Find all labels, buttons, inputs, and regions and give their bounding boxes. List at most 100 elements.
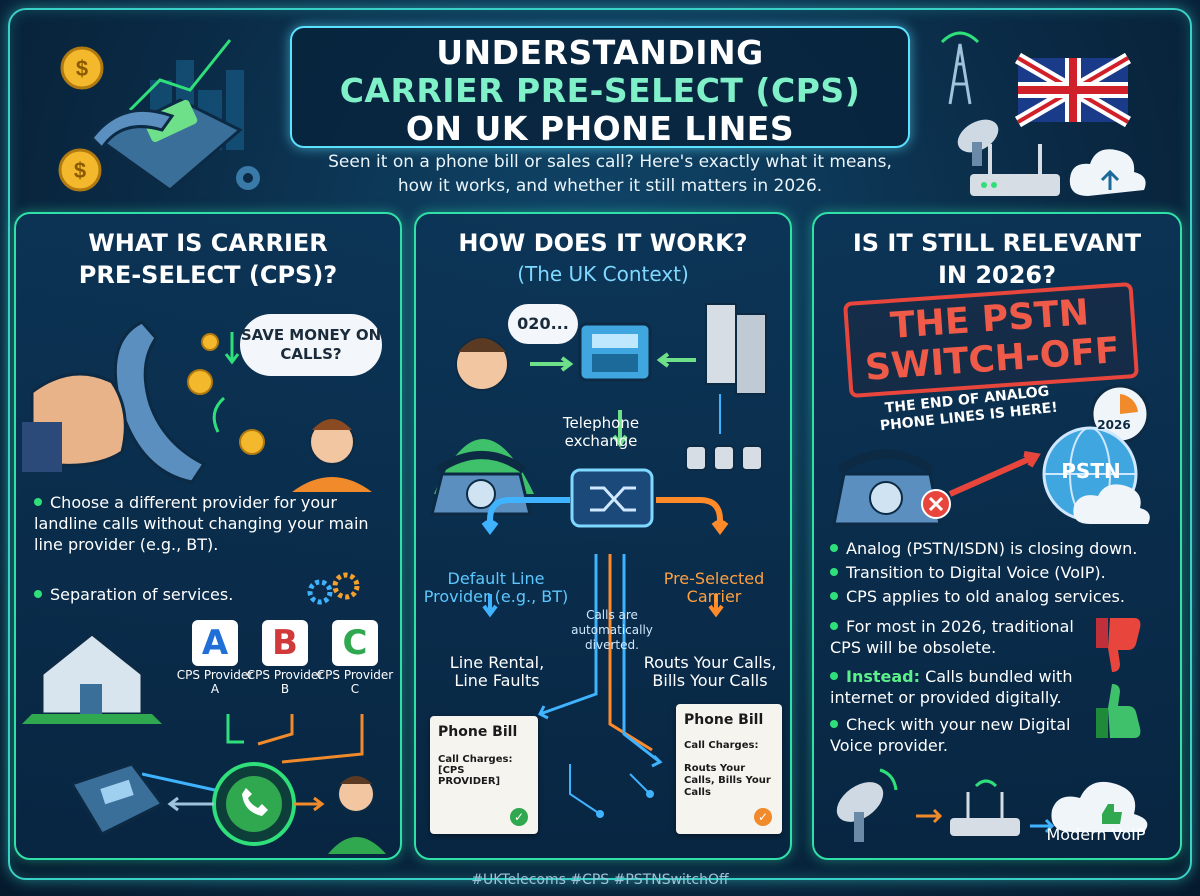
diverted-note: Calls are automatically diverted.: [571, 608, 653, 652]
panel-relevant-title-line-2: IN 2026?: [937, 261, 1057, 289]
hand-icon: [22, 372, 127, 472]
thumbs-icons: [1096, 618, 1141, 738]
curved-arrow-icon: [212, 396, 226, 433]
page-title-line-1: UNDERSTANDING: [436, 33, 764, 72]
page-title-line-3: ON UK PHONE LINES: [405, 109, 795, 148]
clock-year: 2026: [1097, 418, 1131, 432]
relevant-bullet-3-text: CPS applies to old analog services.: [846, 587, 1125, 606]
right-arrow-icon: [294, 796, 325, 812]
relevant-bullet-2-text: Transition to Digital Voice (VoIP).: [846, 563, 1106, 582]
globe-label: PSTN: [1061, 459, 1121, 483]
panel-how-subtitle: (The UK Context): [517, 262, 689, 286]
relevant-bullet-4: For most in 2026, traditional CPS will b…: [830, 616, 1100, 658]
check-icon: ✓: [754, 808, 772, 826]
error-x-icon: [921, 489, 951, 519]
gear-icon: [307, 572, 360, 605]
bullet-dot: [34, 590, 42, 598]
bullet-dot: [830, 592, 838, 600]
satellite-dish-icon: [957, 119, 999, 166]
radio-tower-icon: [940, 31, 980, 105]
blue-branch-arrow: [481, 497, 570, 535]
phone-bill-default: Phone Bill Call Charges: [CPS PROVIDER] …: [430, 716, 538, 834]
relevant-bullet-1-text: Analog (PSTN/ISDN) is closing down.: [846, 539, 1138, 558]
pstn-switchoff-illustration: [832, 384, 1150, 526]
server-rack-icon: [705, 303, 767, 395]
provider-a-logo: A: [192, 620, 238, 666]
switch-icon: [570, 468, 654, 528]
coin-icon: [239, 429, 265, 455]
right-arrow-icon: [916, 808, 943, 824]
house-icon: [22, 632, 162, 724]
cloud-upload-icon: [1069, 149, 1146, 196]
provider-c-logo: C: [332, 620, 378, 666]
coin-icon: [187, 369, 213, 395]
bill-charges-label: Call Charges:: [684, 740, 759, 751]
what-bullet-2-text: Separation of services.: [50, 585, 234, 604]
header-left-illustration: $ $: [58, 39, 260, 192]
panel-still-relevant: IS IT STILL RELEVANT IN 2026? 2026 PSTN …: [812, 212, 1182, 860]
bill-charges-value: Routs Your Calls, Bills Your Calls: [684, 763, 771, 798]
preselected-carrier-label: Pre-Selected Carrier: [663, 569, 765, 606]
hand-phone-illustration: [22, 320, 372, 492]
provider-flow-diagram: [22, 632, 386, 854]
relevant-bullet-instead: Instead: Calls bundled with internet or …: [830, 666, 1110, 708]
rotary-phone-icon: [832, 449, 942, 526]
person-on-phone-icon: [328, 775, 386, 854]
exchange-label: Telephone exchange: [562, 414, 640, 450]
relevant-bullet-1: Analog (PSTN/ISDN) is closing down.: [830, 538, 1174, 559]
thumbs-down-icon: [1096, 618, 1141, 672]
panel-how-title: HOW DOES IT WORK?: [458, 229, 748, 257]
bullet-dot: [830, 720, 838, 728]
cloud-icon: [1051, 781, 1148, 832]
bullet-dot: [830, 568, 838, 576]
title-box: UNDERSTANDING CARRIER PRE-SELECT (CPS) O…: [290, 26, 910, 148]
uk-flag-icon: [1014, 52, 1132, 128]
bullet-dot: [830, 672, 838, 680]
down-arrow-icon: [482, 594, 498, 618]
bill-charges-label: Call Charges:: [438, 754, 513, 765]
instead-text: Calls bundled with internet or provided …: [830, 667, 1073, 707]
router-icon: [970, 144, 1060, 196]
subtitle-line-2: how it works, and whether it still matte…: [397, 176, 823, 196]
bill-title: Phone Bill: [438, 724, 518, 740]
coin-icon: [201, 333, 219, 351]
default-role-label: Line Rental, Line Faults: [449, 653, 545, 690]
bill-title: Phone Bill: [684, 712, 764, 728]
growth-chart-icon: [128, 39, 232, 112]
outer-frame: [8, 8, 1192, 880]
provider-a-label: CPS Provider A: [176, 668, 254, 696]
carrier-role-label: Routs Your Calls, Bills Your Calls: [643, 653, 777, 690]
save-money-bubble: SAVE MONEY ON CALLS?: [240, 314, 382, 376]
rotary-phone-icon: [430, 451, 532, 516]
how-flow-diagram: [430, 303, 767, 818]
instead-label: Instead:: [846, 667, 921, 686]
satellite-dish-icon: [836, 768, 898, 842]
desk-phone-icon: [69, 762, 165, 836]
down-arrow-icon: [708, 594, 724, 618]
relevant-bullet-3: CPS applies to old analog services.: [830, 586, 1174, 607]
what-bullet-1-text: Choose a different provider for your lan…: [34, 493, 369, 554]
panel-relevant-title-line-1: IS IT STILL RELEVANT: [852, 229, 1142, 257]
person-on-phone-icon: [292, 419, 372, 492]
down-arrow-icon: [224, 332, 240, 365]
default-provider-label: Default Line Provider (e.g., BT): [423, 569, 569, 606]
provider-b-logo: B: [262, 620, 308, 666]
svg-text:$: $: [76, 56, 88, 81]
phone-call-icon: [212, 762, 296, 846]
provider-c-label: CPS Provider C: [316, 668, 394, 696]
bullet-dot: [830, 544, 838, 552]
desk-phone-icon: [90, 98, 243, 192]
relevant-bullet-4-text: For most in 2026, traditional CPS will b…: [830, 617, 1074, 657]
relevant-bullet-2: Transition to Digital Voice (VoIP).: [830, 562, 1174, 583]
panel-how-it-works: HOW DOES IT WORK? (The UK Context): [414, 212, 792, 860]
modern-voip-illustration: [836, 768, 1148, 842]
hashtags-footer: #UKTelecoms #CPS #PSTNSwitchOff: [471, 872, 729, 888]
right-arrow-icon: [530, 356, 574, 372]
bullet-dot: [34, 498, 42, 506]
left-arrow-icon: [656, 352, 696, 368]
svg-text:$: $: [74, 158, 86, 183]
phone-bill-carrier: Phone Bill Call Charges: Routs Your Call…: [676, 704, 782, 834]
database-icon: [685, 445, 763, 471]
telephone-handset-icon: [113, 320, 207, 484]
bill-charges-value: [CPS PROVIDER]: [438, 765, 501, 787]
